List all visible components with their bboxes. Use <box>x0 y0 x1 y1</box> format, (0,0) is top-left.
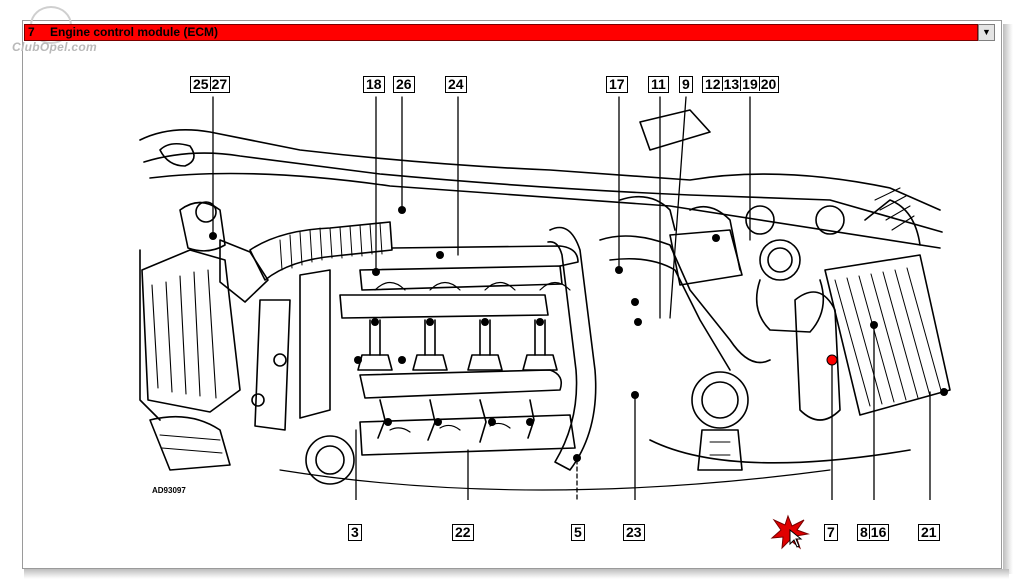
label-cell: 16 <box>868 524 887 540</box>
label-cell: 18 <box>366 76 382 92</box>
label-cell: 13 <box>721 76 740 92</box>
label-cell: 8 <box>860 524 868 540</box>
part-label-24[interactable]: 24 <box>445 76 467 93</box>
label-cell: 22 <box>455 524 471 540</box>
part-label-11[interactable]: 11 <box>648 76 669 93</box>
label-cell: 12 <box>705 76 721 92</box>
part-label-5[interactable]: 5 <box>571 524 585 541</box>
part-label-23[interactable]: 23 <box>623 524 645 541</box>
star-burst-cursor-icon <box>770 514 810 550</box>
part-label-17[interactable]: 17 <box>606 76 628 93</box>
component-number: 7 <box>28 25 35 39</box>
label-cell: 5 <box>574 524 582 540</box>
part-label-3[interactable]: 3 <box>348 524 362 541</box>
label-cell: 11 <box>651 76 666 92</box>
label-cell: 3 <box>351 524 359 540</box>
component-title: Engine control module (ECM) <box>50 25 218 39</box>
label-cell: 7 <box>827 524 835 540</box>
part-label-7[interactable]: 7 <box>824 524 838 541</box>
part-label-22[interactable]: 22 <box>452 524 474 541</box>
part-label-18[interactable]: 18 <box>363 76 385 93</box>
label-cell: 9 <box>682 76 690 92</box>
window-shadow-right <box>1003 24 1013 574</box>
watermark-text: ClubOpel.com <box>12 40 97 54</box>
part-label-21[interactable]: 21 <box>918 524 940 541</box>
label-cell: 24 <box>448 76 464 92</box>
label-cell: 25 <box>193 76 209 92</box>
part-label-9[interactable]: 9 <box>679 76 693 93</box>
label-cell: 17 <box>609 76 625 92</box>
window-shadow-bottom <box>24 569 1009 579</box>
component-select[interactable]: 7 Engine control module (ECM) <box>24 24 978 41</box>
diagram-code: AD93097 <box>152 486 186 495</box>
label-cell: 26 <box>396 76 412 92</box>
chevron-down-icon[interactable]: ▼ <box>978 24 995 41</box>
label-cell: 20 <box>758 76 777 92</box>
label-cell: 21 <box>921 524 937 540</box>
label-cell: 27 <box>209 76 228 92</box>
label-cell: 19 <box>740 76 758 92</box>
label-cell: 23 <box>626 524 642 540</box>
engine-bay-diagram <box>139 96 951 500</box>
part-label-26[interactable]: 26 <box>393 76 415 93</box>
